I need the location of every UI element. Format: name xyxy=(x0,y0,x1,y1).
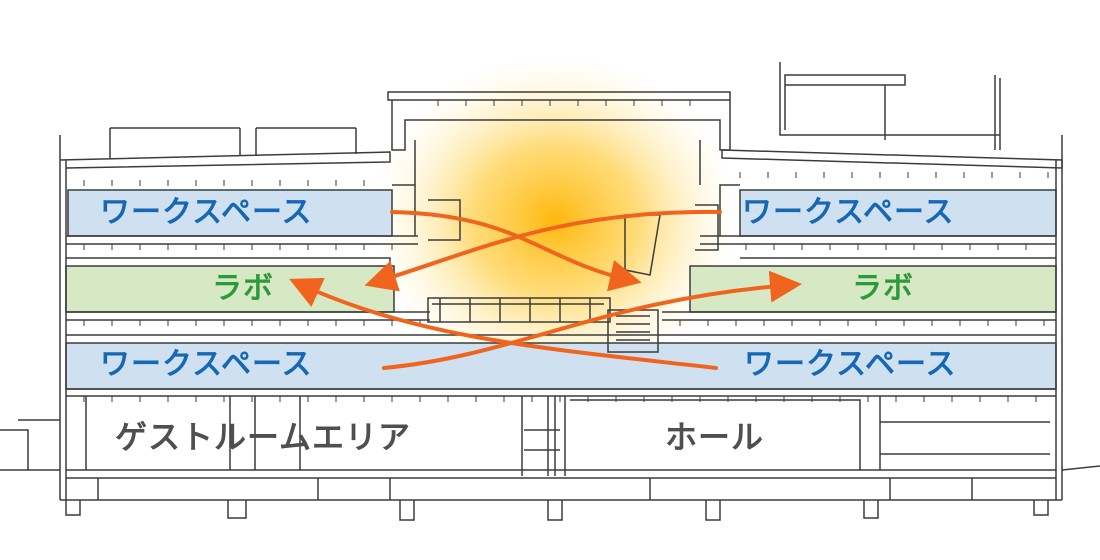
atrium-light-glow xyxy=(370,55,740,385)
lab-label-right: ラボ xyxy=(852,271,914,306)
workspace-label-lower-right: ワークスペース xyxy=(744,347,957,382)
workspace-label-upper-right: ワークスペース xyxy=(742,195,955,230)
arrow-lower-left-to-lab-right xyxy=(382,270,802,370)
workspace-label-lower-left: ワークスペース xyxy=(100,347,313,382)
arrow-upper-left-to-atrium xyxy=(390,210,642,292)
guest-room-area-label: ゲストルームエリア xyxy=(115,418,412,456)
architectural-linework xyxy=(0,62,1100,521)
workspace-label-upper-left: ワークスペース xyxy=(100,195,313,230)
arrow-upper-right-to-lab-left xyxy=(364,209,722,292)
arrow-lower-right-to-lab-left xyxy=(289,277,718,370)
lab-label-left: ラボ xyxy=(212,271,274,306)
airflow-arrows xyxy=(289,209,802,370)
ceiling-fixtures xyxy=(83,100,1049,402)
hall-label: ホール xyxy=(665,418,765,456)
